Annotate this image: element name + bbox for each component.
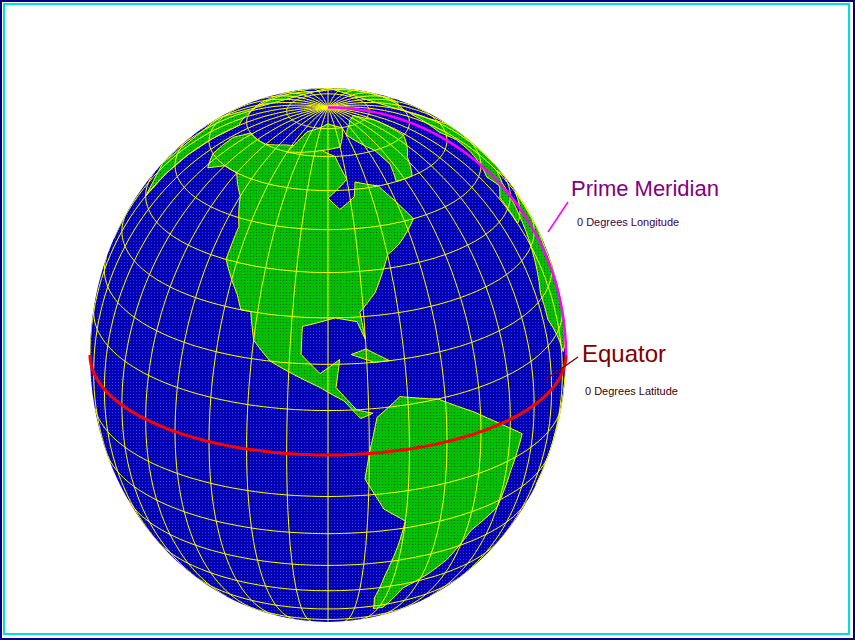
line-value: 0 Degrees Latitude [585, 385, 678, 398]
line-name: Prime Meridian [571, 176, 719, 201]
line-value: 0 Degrees Longitude [577, 216, 679, 229]
ocean [90, 88, 566, 622]
landmass [506, 177, 566, 484]
leader-line [545, 357, 578, 380]
grid-lines [90, 88, 566, 622]
graticule [90, 88, 566, 622]
equator-line [90, 355, 566, 455]
reference-lines [90, 107, 566, 455]
landmass [351, 349, 390, 362]
line-name: Equator [582, 340, 666, 368]
leader-line [548, 202, 568, 232]
prime-meridian-line [328, 107, 566, 355]
